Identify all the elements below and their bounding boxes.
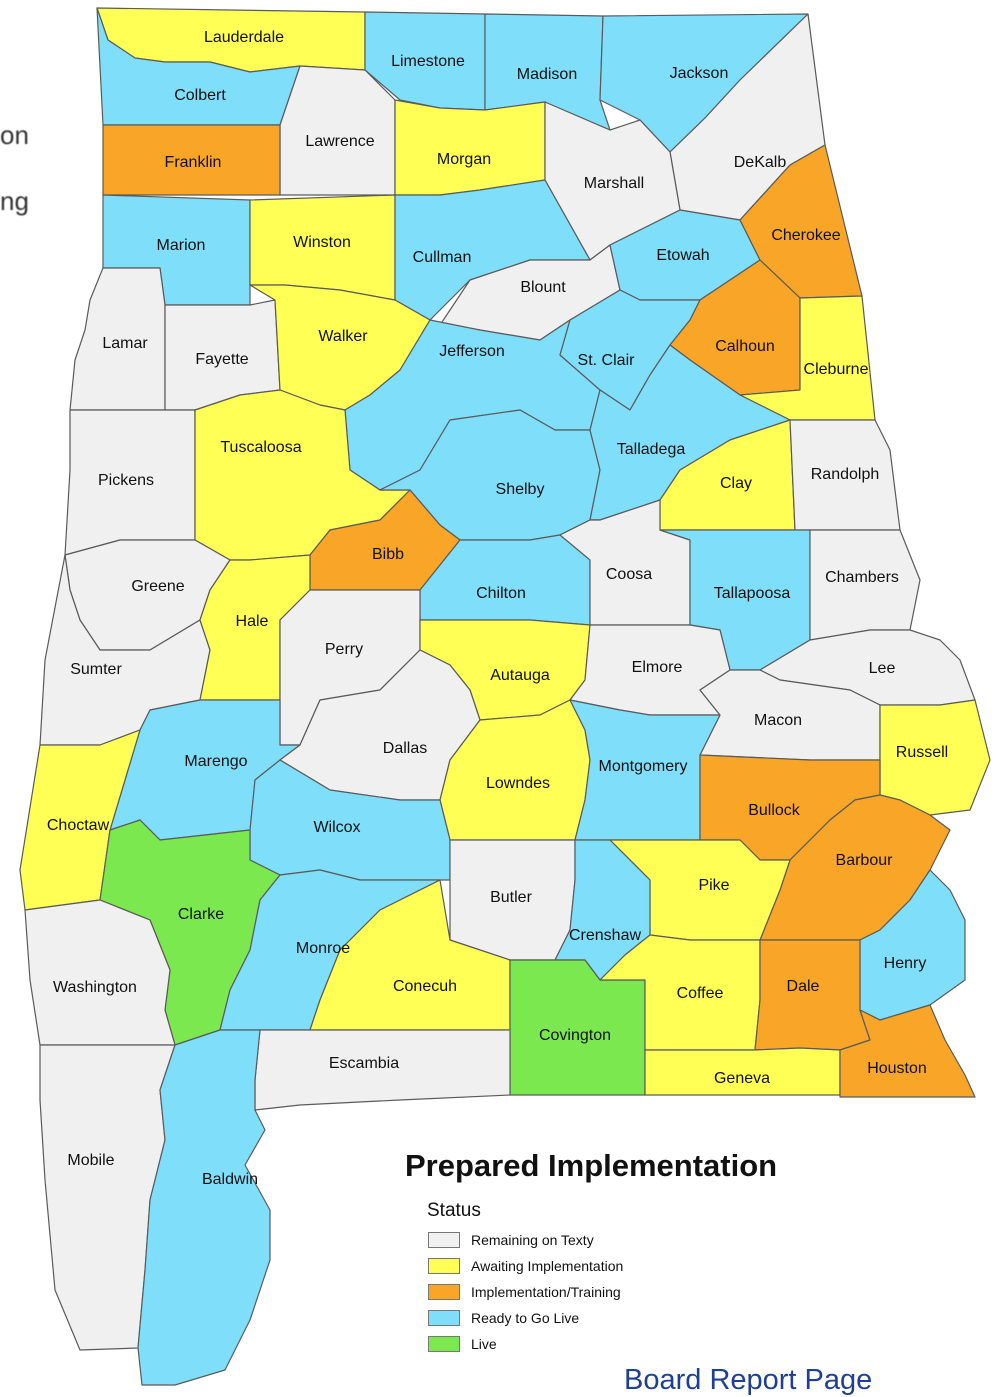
legend-title: Prepared Implementation <box>405 1148 778 1183</box>
county-label-limestone: Limestone <box>391 53 465 70</box>
county-morgan <box>394 99 546 196</box>
county-label-russell: Russell <box>896 744 948 761</box>
county-label-winston: Winston <box>293 234 351 251</box>
county-label-hale: Hale <box>236 613 269 630</box>
county-washington <box>24 899 176 1046</box>
county-label-blount: Blount <box>520 279 566 296</box>
county-label-elmore: Elmore <box>632 659 683 676</box>
county-label-walker: Walker <box>318 328 368 345</box>
county-label-greene: Greene <box>131 578 184 595</box>
legend-swatch-awaiting <box>428 1258 460 1274</box>
county-label-chambers: Chambers <box>825 569 899 586</box>
county-label-madison: Madison <box>517 66 577 83</box>
county-label-bullock: Bullock <box>748 802 801 819</box>
county-label-geneva: Geneva <box>714 1070 770 1087</box>
county-label-jefferson: Jefferson <box>439 343 505 360</box>
county-label-jackson: Jackson <box>670 65 729 82</box>
county-lawrence <box>279 65 396 196</box>
county-label-wilcox: Wilcox <box>313 819 360 836</box>
county-label-cullman: Cullman <box>413 249 472 266</box>
county-label-butler: Butler <box>490 889 532 906</box>
cutoff-text-2: ng <box>0 186 29 216</box>
county-label-tuscaloosa: Tuscaloosa <box>220 439 301 456</box>
county-label-marengo: Marengo <box>184 753 247 770</box>
county-label-macon: Macon <box>754 712 802 729</box>
county-franklin <box>102 124 281 196</box>
legend-swatch-training <box>428 1284 460 1300</box>
county-label-coosa: Coosa <box>606 566 652 583</box>
county-label-coffee: Coffee <box>677 985 724 1002</box>
county-label-lamar: Lamar <box>102 335 148 352</box>
county-label-conecuh: Conecuh <box>393 978 457 995</box>
county-label-lauderdale: Lauderdale <box>204 29 284 46</box>
legend-label-training: Implementation/Training <box>471 1284 621 1300</box>
county-label-lowndes: Lowndes <box>486 775 550 792</box>
county-label-tallapoosa: Tallapoosa <box>714 585 791 602</box>
legend-swatch-live <box>428 1336 460 1352</box>
county-label-baldwin: Baldwin <box>202 1171 258 1188</box>
legend-subtitle: Status <box>427 1200 481 1221</box>
county-label-lee: Lee <box>869 660 896 677</box>
legend-item-live: Live <box>428 1334 497 1354</box>
legend-label-remaining: Remaining on Texty <box>471 1232 594 1248</box>
legend-item-awaiting: Awaiting Implementation <box>428 1256 623 1276</box>
county-label-etowah: Etowah <box>656 247 709 264</box>
county-label-houston: Houston <box>867 1060 927 1077</box>
legend-swatch-ready <box>428 1310 460 1326</box>
county-label-cherokee: Cherokee <box>771 227 840 244</box>
county-label-dale: Dale <box>787 978 820 995</box>
county-label-calhoun: Calhoun <box>715 338 775 355</box>
county-label-montgomery: Montgomery <box>599 758 688 775</box>
county-label-barbour: Barbour <box>836 852 894 869</box>
county-label-covington: Covington <box>539 1027 611 1044</box>
legend-label-awaiting: Awaiting Implementation <box>471 1258 624 1274</box>
county-label-franklin: Franklin <box>165 154 222 171</box>
county-label-sumter: Sumter <box>70 661 122 678</box>
county-label-talladega: Talladega <box>617 441 686 458</box>
county-layer <box>19 7 991 1386</box>
county-label-henry: Henry <box>884 955 927 972</box>
county-label-marshall: Marshall <box>584 175 644 192</box>
county-label-perry: Perry <box>325 641 363 658</box>
county-label-choctaw: Choctaw <box>47 817 110 834</box>
county-label-mobile: Mobile <box>67 1152 114 1169</box>
county-label-washington: Washington <box>53 979 137 996</box>
county-label-lawrence: Lawrence <box>305 133 374 150</box>
county-label-morgan: Morgan <box>437 151 491 168</box>
county-label-clarke: Clarke <box>178 906 224 923</box>
county-label-colbert: Colbert <box>174 87 226 104</box>
county-label-dekalb: DeKalb <box>734 154 787 171</box>
footer-page-label: Board Report Page <box>624 1364 873 1396</box>
county-label-pickens: Pickens <box>98 472 154 489</box>
county-label-monroe: Monroe <box>296 940 350 957</box>
county-label-pike: Pike <box>698 877 729 894</box>
county-label-fayette: Fayette <box>195 351 248 368</box>
county-label-crenshaw: Crenshaw <box>569 927 641 944</box>
county-label-marion: Marion <box>157 237 206 254</box>
county-houston <box>839 1004 976 1098</box>
county-label-escambia: Escambia <box>329 1055 399 1072</box>
county-label-chilton: Chilton <box>476 585 526 602</box>
county-label-randolph: Randolph <box>811 466 880 483</box>
county-label-autauga: Autauga <box>490 667 550 684</box>
county-label-cleburne: Cleburne <box>804 361 869 378</box>
county-label-shelby: Shelby <box>496 481 545 498</box>
legend-label-live: Live <box>471 1336 497 1352</box>
county-label-dallas: Dallas <box>383 740 427 757</box>
legend-item-ready: Ready to Go Live <box>428 1308 579 1328</box>
cutoff-text-1: on <box>0 120 29 150</box>
county-label-st-clair: St. Clair <box>578 352 636 369</box>
county-baldwin <box>137 1029 271 1386</box>
legend-label-ready: Ready to Go Live <box>471 1310 580 1326</box>
county-label-bibb: Bibb <box>372 546 404 563</box>
county-label-clay: Clay <box>720 475 752 492</box>
legend-swatch-remaining <box>428 1232 460 1248</box>
legend-item-training: Implementation/Training <box>428 1282 621 1302</box>
legend-item-remaining: Remaining on Texty <box>428 1230 594 1250</box>
